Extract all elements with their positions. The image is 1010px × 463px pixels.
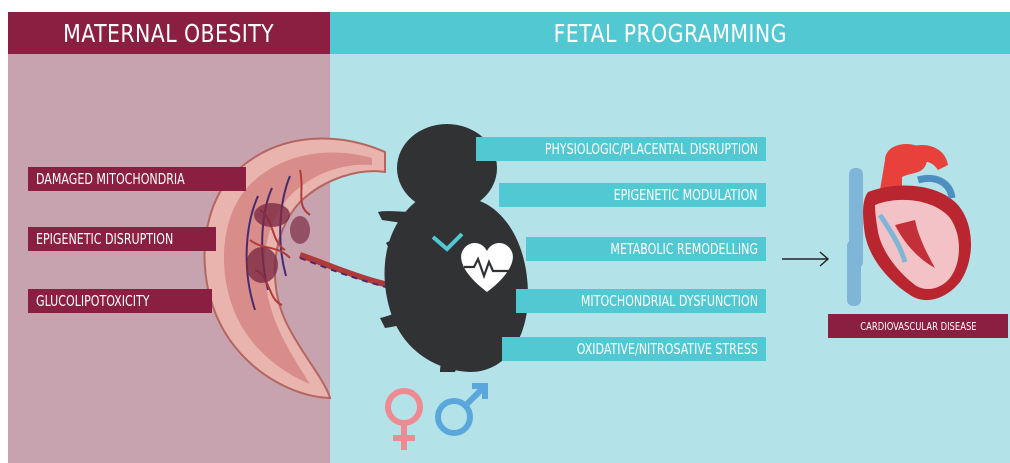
arrow-right-icon	[782, 252, 828, 266]
fetal-effect-tag: EPIGENETIC MODULATION	[499, 183, 766, 207]
fetal-effect-tag: OXIDATIVE/NITROSATIVE STRESS	[502, 337, 766, 361]
fetal-effect-tag: METABOLIC REMODELLING	[526, 237, 766, 261]
female-symbol-icon	[388, 391, 420, 450]
cardiovascular-disease-label: CARDIOVASCULAR DISEASE	[828, 314, 1008, 338]
maternal-factor-tag: EPIGENETIC DISRUPTION	[28, 227, 216, 251]
heart-organ-icon	[847, 144, 971, 306]
fetal-effect-tag: PHYSIOLOGIC/PLACENTAL DISRUPTION	[476, 137, 766, 161]
male-symbol-icon	[438, 386, 485, 433]
maternal-factor-tag: GLUCOLIPOTOXICITY	[28, 289, 212, 313]
fetal-effect-tag: MITOCHONDRIAL DYSFUNCTION	[516, 289, 766, 313]
maternal-factor-tag: DAMAGED MITOCHONDRIA	[28, 167, 246, 191]
